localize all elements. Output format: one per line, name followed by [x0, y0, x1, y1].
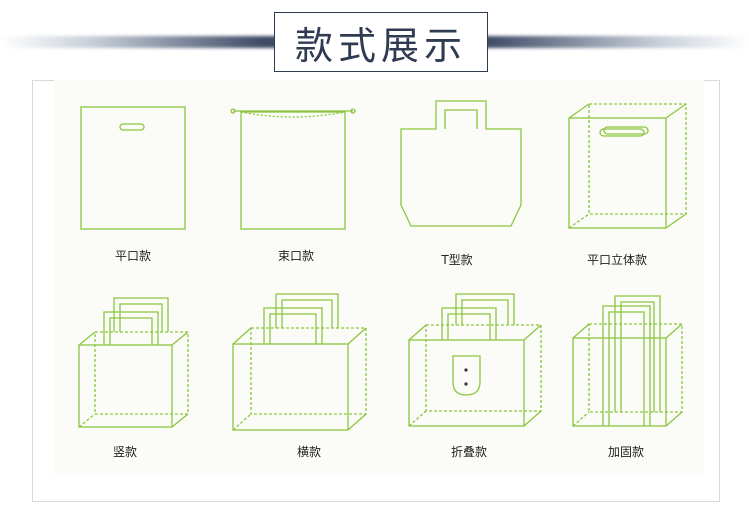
horizontal-tote-icon	[232, 293, 367, 431]
drawstring-bag-icon	[230, 108, 356, 230]
vertical-tote-icon	[78, 297, 189, 428]
t-shirt-bag-icon	[400, 100, 522, 227]
flat-bag-icon	[80, 106, 186, 230]
style-label-flat-3d: 平口立体款	[586, 253, 648, 267]
style-label-flat: 平口款	[114, 249, 152, 263]
style-label-reinforced: 加固款	[607, 445, 645, 459]
style-label-vertical: 竖款	[112, 445, 138, 459]
styles-grid-background	[54, 80, 704, 475]
style-label-drawstring: 束口款	[277, 249, 315, 263]
style-label-folding: 折叠款	[450, 445, 488, 459]
reinforced-bag-icon	[572, 295, 683, 427]
style-label-t-shirt: T型款	[441, 253, 473, 267]
flat-3d-bag-icon	[568, 103, 687, 229]
folding-bag-icon	[408, 293, 542, 427]
style-label-horizontal: 横款	[296, 445, 322, 459]
title-box: 款式展示	[274, 12, 488, 72]
page-title: 款式展示	[294, 23, 467, 68]
